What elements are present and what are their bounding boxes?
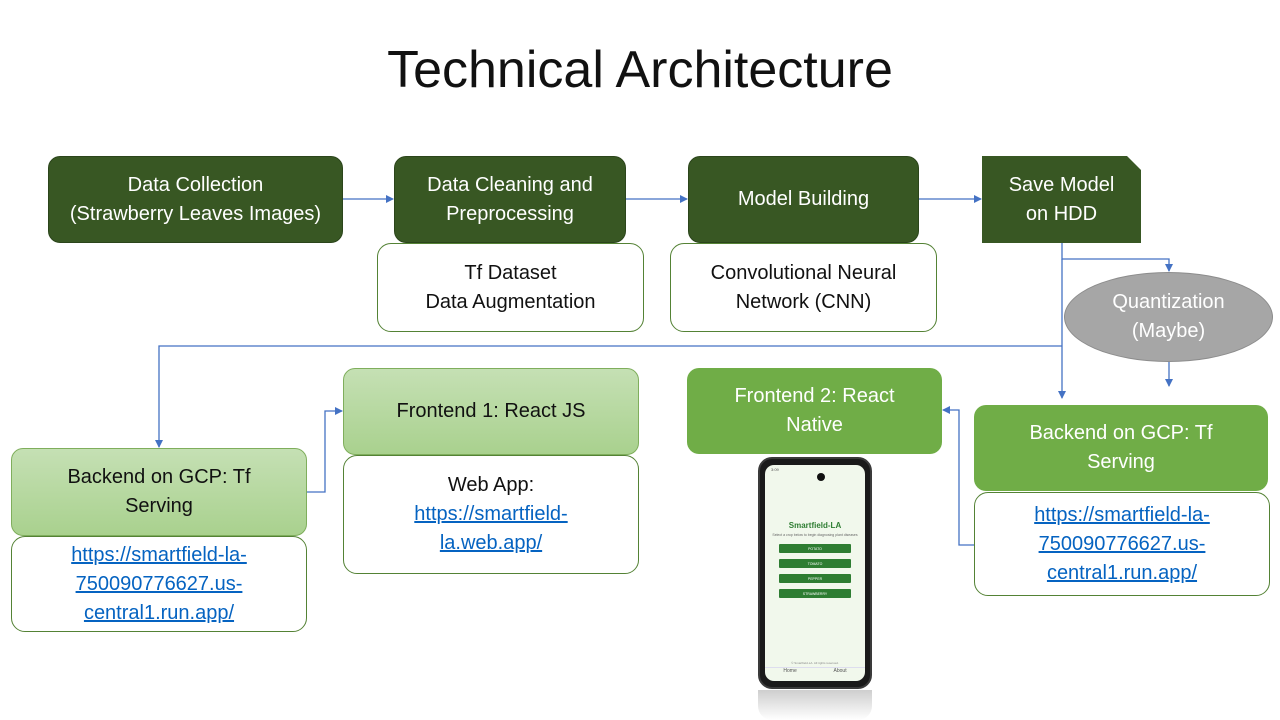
quantization-ellipse: Quantization (Maybe) (1064, 272, 1273, 362)
phone-subtitle: Select a crop below to begin diagnosing … (772, 533, 858, 537)
phone-screen: 3:09 Smartfield-LA Select a crop below t… (765, 465, 865, 681)
phone-button-potato[interactable]: POTATO (779, 544, 851, 553)
frontend-2-box: Frontend 2: React Native (687, 368, 942, 454)
phone-button-strawberry[interactable]: STRAWBERRY (779, 589, 851, 598)
arrow-backend-right-to-frontend2 (942, 406, 974, 546)
phone-button-tomato[interactable]: TOMATO (779, 559, 851, 568)
backend-right-url-box: https://smartfield-la- 750090776627.us- … (974, 492, 1270, 596)
backend-right-box: Backend on GCP: Tf Serving (974, 405, 1268, 491)
phone-brand: Smartfield-LA (788, 521, 842, 530)
phone-mockup: 3:09 Smartfield-LA Select a crop below t… (758, 457, 872, 689)
arrow-save-to-quantization (1061, 243, 1173, 272)
cleaning-detail-box: Tf Dataset Data Augmentation (377, 243, 644, 332)
data-cleaning-box: Data Cleaning and Preprocessing (394, 156, 626, 243)
phone-nav-about[interactable]: About (833, 668, 847, 674)
frontend-1-box: Frontend 1: React JS (343, 368, 639, 455)
backend-left-box: Backend on GCP: Tf Serving (11, 448, 307, 536)
backend-left-url-line-2[interactable]: 750090776627.us- (75, 572, 243, 595)
backend-right-url-line-3[interactable]: central1.run.app/ (1046, 561, 1198, 584)
phone-camera-icon (817, 473, 825, 481)
phone-nav-home[interactable]: Home (783, 668, 797, 674)
web-app-url-line-1[interactable]: https://smartfield- (414, 503, 568, 525)
web-app-label: Web App: (447, 474, 535, 496)
model-detail-box: Convolutional Neural Network (CNN) (670, 243, 937, 332)
frontend-1-detail-box: Web App: https://smartfield- la.web.app/ (343, 455, 639, 574)
phone-status-time: 3:09 (771, 467, 779, 472)
page-title: Technical Architecture (387, 41, 893, 99)
data-collection-box: Data Collection (Strawberry Leaves Image… (48, 156, 343, 243)
backend-left-url-line-3[interactable]: central1.run.app/ (83, 601, 235, 624)
backend-right-url-line-2[interactable]: 750090776627.us- (1038, 532, 1206, 555)
phone-nav-bar: Home About (765, 667, 865, 681)
backend-left-url-box: https://smartfield-la- 750090776627.us- … (11, 536, 307, 632)
web-app-url-line-2[interactable]: la.web.app/ (439, 532, 543, 554)
backend-right-url-line-1[interactable]: https://smartfield-la- (1034, 503, 1210, 526)
model-building-box: Model Building (688, 156, 919, 243)
phone-button-pepper[interactable]: PEPPER (779, 574, 851, 583)
phone-footer: © Smartfield-LA. All rights reserved. (791, 661, 839, 665)
phone-reflection (758, 690, 872, 720)
arrow-backend-to-frontend1 (307, 407, 343, 493)
backend-left-url-line-1[interactable]: https://smartfield-la- (71, 543, 247, 566)
save-model-box: Save Model on HDD (982, 156, 1141, 243)
